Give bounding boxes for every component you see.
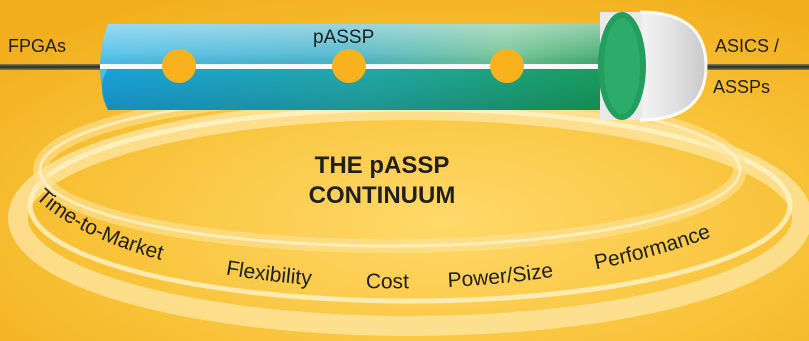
diagram-title-line1: THE pASSP (315, 152, 450, 179)
fpgas-label: FPGAs (8, 36, 66, 56)
marker-asic (490, 49, 524, 83)
asics-label: ASICS / (715, 36, 779, 56)
attr-cost: Cost (366, 270, 410, 293)
marker-passp (332, 49, 366, 83)
marker-fpga (162, 49, 196, 83)
tube-label: pASSP (313, 27, 374, 48)
tube-markers (162, 49, 524, 83)
assps-label: ASSPs (713, 77, 770, 97)
diagram-title-line2: CONTINUUM (309, 182, 456, 209)
attr-cost-text: Cost (366, 270, 410, 293)
